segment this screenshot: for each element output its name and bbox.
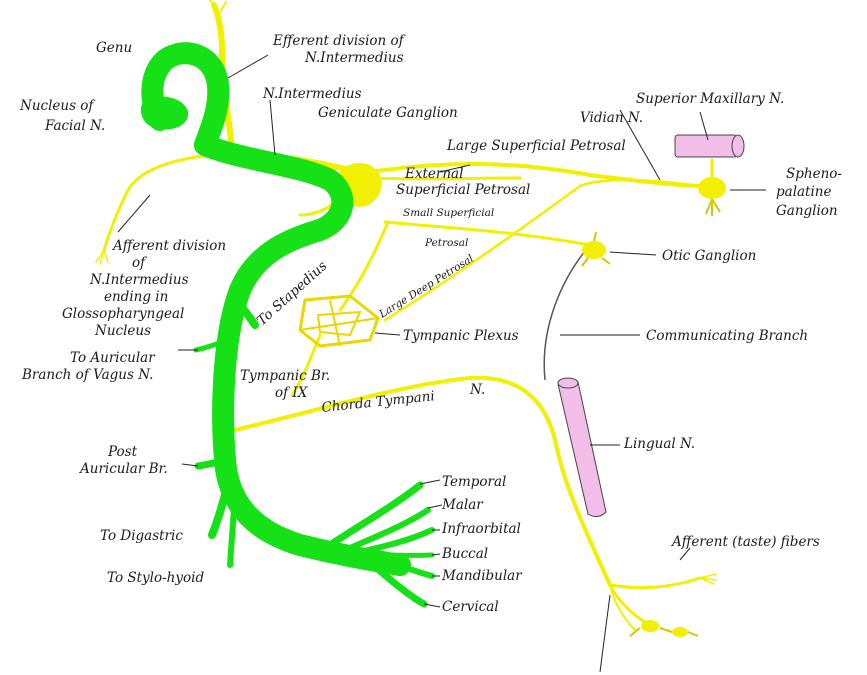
label-tympanic-br-2: of IX [275, 385, 309, 401]
label-nucleus-facial-2: Facial N. [44, 118, 105, 134]
communicating-branch-fiber [543, 244, 591, 381]
sphenopalatine-ganglion [698, 177, 726, 216]
label-external-superficial-petrosal-2: Superficial Petrosal [396, 182, 530, 198]
label-small-superficial-petrosal-1: Small Superficial [403, 207, 494, 219]
label-to-stylohyoid: To Stylo-hyoid [107, 570, 204, 586]
label-large-superficial-petrosal: Large Superficial Petrosal [446, 138, 626, 154]
label-afferent-division-4: ending in [104, 289, 168, 305]
label-temporal: Temporal [442, 474, 506, 490]
label-small-superficial-petrosal-2: Petrosal [424, 237, 468, 249]
label-buccal: Buccal [441, 546, 488, 562]
label-efferent-division-1: Efferent division of [272, 33, 406, 49]
label-sphenopalatine-3: Ganglion [776, 203, 838, 219]
lingual-nerve-trunk [557, 377, 607, 518]
label-vidian-n: Vidian N. [580, 110, 643, 126]
label-n-intermedius: N.Intermedius [262, 86, 362, 102]
label-external-superficial-petrosal-1: External [404, 166, 463, 182]
otic-ganglion [581, 231, 611, 267]
label-chorda-tympani-n: N. [469, 382, 485, 398]
label-nucleus-facial-1: Nucleus of [19, 98, 95, 114]
label-afferent-division-6: Nucleus [94, 323, 151, 339]
label-afferent-taste: Afferent (taste) fibers [670, 534, 820, 550]
label-lingual-n: Lingual N. [623, 436, 695, 452]
label-geniculate-ganglion: Geniculate Ganglion [318, 105, 458, 121]
label-infraorbital: Infraorbital [441, 521, 521, 537]
label-to-digastric: To Digastric [100, 528, 183, 544]
label-afferent-division-3: N.Intermedius [89, 272, 189, 288]
superior-maxillary-nerve-trunk [674, 134, 745, 158]
label-to-auricular-2: Branch of Vagus N. [21, 367, 153, 383]
label-mandibular: Mandibular [441, 568, 523, 584]
label-genu: Genu [96, 40, 132, 56]
label-sphenopalatine-2: palatine [776, 184, 831, 200]
label-efferent-division-2: N.Intermedius [304, 50, 404, 66]
label-communicating-branch: Communicating Branch [646, 328, 808, 344]
label-sphenopalatine-1: Spheno- [786, 166, 842, 182]
label-afferent-division-2: of [132, 255, 147, 271]
label-otic-ganglion: Otic Ganglion [662, 248, 756, 264]
label-post-auricular-1: Post [107, 444, 138, 460]
label-cervical: Cervical [442, 599, 499, 615]
label-post-auricular-2: Auricular Br. [78, 461, 168, 477]
lingual-taste-ganglia [629, 620, 699, 637]
tympanic-plexus [298, 294, 380, 348]
label-tympanic-plexus: Tympanic Plexus [403, 328, 519, 344]
label-tympanic-br-1: Tympanic Br. [240, 368, 330, 384]
leader-lines [117, 54, 766, 673]
label-afferent-division-1: Afferent division [111, 238, 226, 254]
label-malar: Malar [441, 497, 484, 513]
label-afferent-division-5: Glossopharyngeal [62, 306, 184, 322]
label-to-auricular-1: To Auricular [70, 350, 156, 366]
label-superior-maxillary-n: Superior Maxillary N. [636, 91, 784, 107]
nucleus-of-facial-nerve [140, 96, 189, 130]
motor-branches [193, 296, 435, 608]
label-large-deep-petrosal: Large Deep Petrosal [376, 253, 475, 321]
